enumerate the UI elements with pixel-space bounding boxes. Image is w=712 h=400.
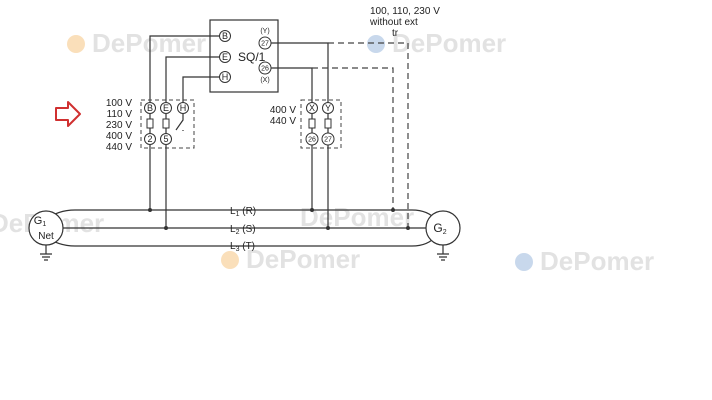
right-fuse-1 — [308, 118, 316, 129]
watermark-4: DePomer — [221, 244, 360, 274]
generator-g2-name: G2 — [433, 221, 446, 236]
watermark-logo-icon — [67, 35, 85, 53]
ground-right-icon — [437, 245, 449, 261]
relay-terminal-e-label: E — [222, 52, 228, 62]
right-drop-wiring — [310, 145, 410, 230]
generator-g1-name: G1 — [34, 215, 47, 228]
left-voltage-labels: 100 V 110 V 230 V 400 V 440 V — [106, 98, 132, 153]
watermark-text: DePomer — [300, 202, 414, 232]
left-voltage-100: 100 V — [106, 98, 132, 109]
wire-27 — [271, 42, 329, 102]
label-l3: L3 (T) — [230, 241, 255, 253]
watermark-text: DePomer — [246, 244, 360, 274]
relay-terminal-b — [219, 30, 231, 42]
generator-g1: G1 Net — [28, 210, 64, 261]
right-terminal-y — [322, 102, 334, 114]
watermark-text: DePomer — [392, 28, 506, 58]
relay-name: SQ/1 — [238, 50, 266, 64]
right-fuse-2 — [324, 118, 332, 129]
left-drop-wiring — [148, 145, 168, 230]
relay-y-marker: (Y) — [260, 28, 269, 35]
left-terminal-b — [144, 102, 156, 114]
left-voltage-400: 400 V — [106, 131, 132, 142]
right-voltage-labels: 400 V 440 V — [270, 105, 296, 127]
left-terminal-h-label: H — [180, 103, 187, 113]
relay-terminal-h-label: H — [222, 72, 229, 82]
supply-note-line-3: tr — [392, 28, 399, 39]
right-terminal-y-label: Y — [325, 103, 331, 113]
wire-h — [182, 76, 219, 102]
watermark-5: DePomer — [515, 246, 654, 276]
left-terminal-block: B E H 2 5 — [140, 99, 195, 149]
left-voltage-230: 230 V — [106, 120, 132, 131]
right-block-frame — [300, 99, 342, 149]
left-terminal-e — [160, 102, 172, 114]
left-terminal-5-label: 5 — [163, 134, 168, 144]
red-arrow-icon — [55, 101, 81, 127]
dashed-wire-26 — [312, 67, 394, 210]
left-terminal-h — [177, 102, 189, 114]
left-terminal-b-label: B — [147, 103, 153, 113]
right-voltage-400: 400 V — [270, 105, 296, 116]
left-terminal-e-label: E — [163, 103, 169, 113]
watermark-3: DePomer — [300, 202, 414, 232]
supply-note-line-2: without ext — [369, 17, 418, 28]
supply-note-line-1: 100, 110, 230 V — [370, 6, 440, 17]
right-terminal-26-label: 26 — [308, 137, 316, 144]
right-voltage-440: 440 V — [270, 116, 296, 127]
relay-x-marker: (X) — [260, 77, 269, 84]
relay-sq1: SQ/1 B E H (Y) 27 26 (X) — [209, 19, 279, 93]
relay-terminal-h — [219, 71, 231, 83]
left-block-frame — [140, 99, 195, 149]
watermark-logo-icon — [221, 251, 239, 269]
left-terminal-5 — [160, 133, 172, 145]
relay-right-wiring — [271, 42, 409, 228]
left-fuse-1 — [146, 118, 154, 129]
left-terminal-2 — [144, 133, 156, 145]
relay-left-wiring — [149, 35, 219, 102]
relay-terminal-26-label: 26 — [261, 66, 269, 73]
watermark-text: DePomer — [540, 246, 654, 276]
watermark-logo-icon — [515, 253, 533, 271]
relay-terminal-27-label: 27 — [261, 41, 269, 48]
label-l1: L1 (R) — [230, 206, 256, 218]
wire-e — [165, 56, 219, 102]
left-voltage-440: 440 V — [106, 142, 132, 153]
right-terminal-x — [306, 102, 318, 114]
left-terminal-2-label: 2 — [147, 134, 152, 144]
wire-b — [149, 35, 219, 102]
generator-g2-circle — [425, 210, 461, 246]
left-fuse-2 — [162, 118, 170, 129]
watermark-text: DePomer — [92, 28, 206, 58]
watermark-2: DePomer — [367, 28, 506, 58]
label-l2: L2 (S) — [230, 224, 256, 236]
dashed-wire-27 — [328, 42, 409, 228]
left-switch-contact — [175, 114, 184, 131]
watermark-1: DePomer — [67, 28, 206, 58]
supply-note: 100, 110, 230 V without ext tr — [369, 6, 440, 39]
relay-terminal-e — [219, 51, 231, 63]
generator-g1-label: Net — [38, 231, 54, 242]
watermark-layer: DePomer DePomer DePomer DePomer DePomer … — [0, 28, 654, 276]
watermark-logo-icon — [367, 35, 385, 53]
ground-left-icon — [40, 245, 52, 261]
right-terminal-block: X Y 26 27 — [300, 99, 342, 149]
right-terminal-x-label: X — [309, 103, 315, 113]
relay-terminal-b-label: B — [222, 31, 228, 41]
left-voltage-110: 110 V — [107, 109, 133, 120]
generator-g2: G2 — [425, 210, 461, 261]
right-terminal-27-label: 27 — [324, 137, 332, 144]
